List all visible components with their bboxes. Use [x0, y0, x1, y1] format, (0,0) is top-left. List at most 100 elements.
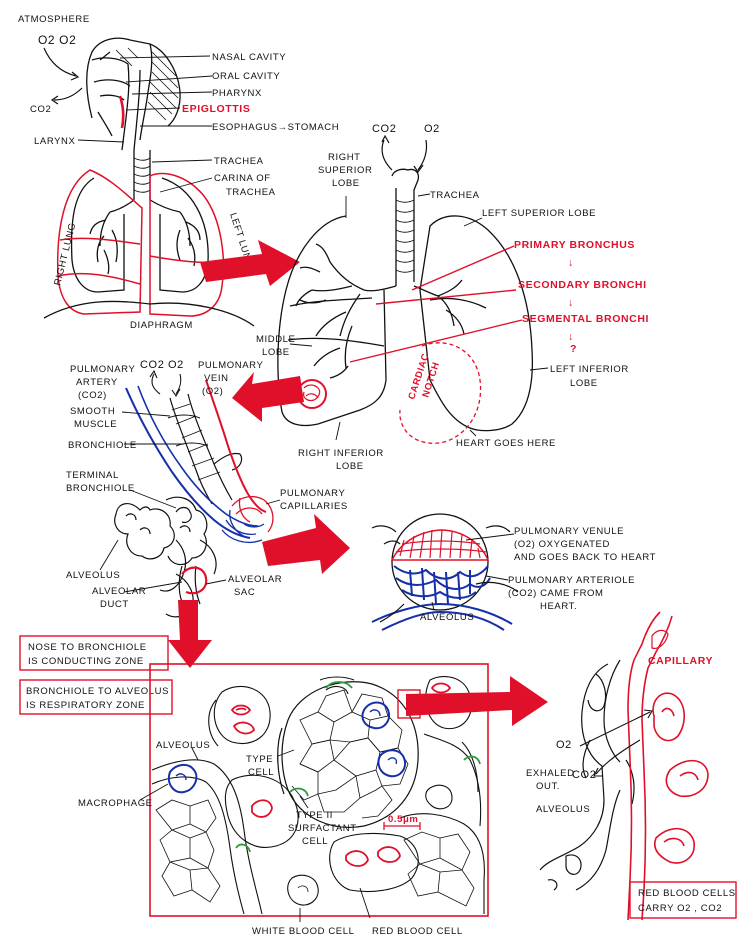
tissue-callout-box — [397, 689, 421, 719]
diaphragm-label: DIAPHRAGM — [130, 320, 193, 331]
left-inferior-lobe-1: LEFT INFERIOR — [550, 364, 629, 375]
respiratory-note-1: BRONCHIOLE TO ALVEOLUS — [26, 686, 169, 697]
carina-label-line1: CARINA OF — [214, 173, 271, 184]
conducting-zone-note: NOSE TO BRONCHIOLE IS CONDUCTING ZONE — [19, 635, 169, 671]
atmosphere-label: ATMOSPHERE — [18, 14, 90, 25]
carina-label-line2: TRACHEA — [226, 187, 276, 198]
nasal-cavity-label: NASAL CAVITY — [212, 52, 286, 63]
capillary-detail-figure — [539, 611, 709, 921]
red-sac-highlight — [181, 566, 208, 595]
venule-label-2: (O2) OXYGENATED — [514, 539, 610, 550]
oral-cavity-label: ORAL CAVITY — [212, 71, 280, 82]
type1-label-2: CELL — [248, 767, 274, 778]
left-superior-lobe-label: LEFT SUPERIOR LOBE — [482, 208, 596, 219]
alveolar-sac-2: SAC — [234, 587, 255, 598]
label-leaders-lungs — [289, 193, 549, 441]
red-lung-outline — [56, 95, 225, 317]
head-and-lungs-figure — [70, 37, 209, 293]
arteriole-label-3: HEART. — [540, 601, 577, 612]
red-blood-cell-label: RED BLOOD CELL — [372, 926, 463, 937]
exhaled-out-2: OUT. — [536, 781, 560, 792]
arrow-down-2: ↓ — [568, 297, 574, 309]
macrophage-label: MACROPHAGE — [78, 798, 153, 809]
large-lungs-figure — [277, 168, 534, 432]
bronchiole-co2: CO2 — [140, 359, 164, 371]
venule-label-3: AND GOES BACK TO HEART — [514, 552, 656, 563]
pulmonary-vein-1: PULMONARY — [198, 360, 263, 371]
o2-in-label: O2 O2 — [38, 33, 76, 47]
pulmonary-vein-2: VEIN — [204, 373, 229, 384]
pulmonary-vein-vessel — [205, 379, 267, 513]
heart-goes-here: HEART GOES HERE — [456, 438, 556, 449]
arteriole-label-1: PULMONARY ARTERIOLE — [508, 575, 635, 586]
lungs-o2-label: O2 — [424, 123, 440, 135]
pulmonary-artery-2: ARTERY — [76, 377, 118, 388]
exhaled-out-1: EXHALED — [526, 768, 575, 779]
alveolar-tissue-panel — [139, 663, 489, 922]
primary-bronchus-label: PRIMARY BRONCHUS — [514, 239, 635, 251]
secondary-bronchi-label: SECONDARY BRONCHI — [518, 279, 647, 291]
bronchiole-figure — [114, 393, 243, 618]
conducting-note-1: NOSE TO BRONCHIOLE — [28, 642, 147, 653]
bronchiole-o2: O2 — [168, 359, 184, 371]
capillary-net — [221, 495, 274, 544]
rbc-note-box: RED BLOOD CELLS CARRY O2 , CO2 — [629, 881, 737, 919]
bronchiole-label: BRONCHIOLE — [68, 440, 137, 451]
red-arrow-to-capillary-detail — [406, 676, 548, 726]
arteriole-label-2: (CO2) CAME FROM — [508, 588, 604, 599]
terminal-bronchiole-2: BRONCHIOLE — [66, 483, 135, 494]
type1-label-1: TYPE I — [246, 754, 280, 765]
venule-label-1: PULMONARY VENULE — [514, 526, 624, 537]
epiglottis-label: EPIGLOTTIS — [182, 103, 250, 115]
conducting-note-2: IS CONDUCTING ZONE — [28, 656, 144, 667]
lungs-trachea-label: TRACHEA — [430, 190, 480, 201]
bronchus-pointer-lines — [349, 245, 523, 363]
type2-label-3: CELL — [302, 836, 328, 847]
terminal-bronchiole-1: TERMINAL — [66, 470, 119, 481]
pulmonary-capillaries-2: CAPILLARIES — [280, 501, 348, 512]
diaphragm-line — [43, 300, 255, 327]
middle-lobe-2: LOBE — [262, 347, 290, 358]
alveolar-duct-2: DUCT — [100, 599, 129, 610]
white-blood-cell-label: WHITE BLOOD CELL — [252, 926, 355, 937]
capillary-co2: CO2 — [572, 769, 596, 781]
label-leaders-head — [77, 55, 213, 193]
type2-label-1: TYPE II — [296, 810, 333, 821]
rbc-note-2: CARRY O2 , CO2 — [638, 903, 722, 914]
respiratory-note-2: IS RESPIRATORY ZONE — [26, 700, 145, 711]
left-inferior-lobe-2: LOBE — [570, 378, 598, 389]
co2-out-label: CO2 — [30, 104, 51, 115]
capillary-alveolus: ALVEOLUS — [536, 804, 590, 815]
smooth-muscle-2: MUSCLE — [74, 419, 117, 430]
capillary-bed-alveolus: ALVEOLUS — [420, 612, 474, 623]
alveolar-duct-1: ALVEOLAR — [92, 586, 146, 597]
right-inferior-lobe-1: RIGHT INFERIOR — [298, 448, 384, 459]
arrow-down-3: ↓ — [568, 331, 574, 343]
smooth-muscle-1: SMOOTH — [70, 406, 115, 417]
middle-lobe-1: MIDDLE — [256, 334, 296, 345]
trachea-gas-arrows — [381, 134, 428, 174]
pulmonary-vein-3: (O2) — [202, 386, 223, 397]
red-arrow-down-to-tissue — [168, 600, 212, 668]
alveolar-sac-1: ALVEOLAR — [228, 574, 282, 585]
pulmonary-artery-3: (CO2) — [78, 390, 107, 401]
pulmonary-capillaries-1: PULMONARY — [280, 488, 345, 499]
scale-label: 0.5μm — [388, 814, 418, 825]
esophagus-label: ESOPHAGUS→STOMACH — [212, 122, 339, 133]
red-arrow-to-capillary-bed — [262, 514, 350, 574]
red-cluster-scribble — [303, 384, 321, 402]
pulmonary-artery-vessel-2 — [137, 385, 259, 527]
capillary-title: CAPILLARY — [648, 655, 713, 667]
label-leaders-bronchiole — [99, 411, 281, 593]
pulmonary-artery-1: PULMONARY — [70, 364, 135, 375]
larynx-label: LARYNX — [34, 136, 76, 147]
pharynx-label: PHARYNX — [212, 88, 262, 99]
trachea-label-small: TRACHEA — [214, 156, 264, 167]
question-mark: ? — [570, 343, 577, 355]
capillary-o2: O2 — [556, 739, 572, 751]
segmental-bronchi-label: SEGMENTAL BRONCHI — [522, 313, 649, 325]
cardiac-notch-dashed — [399, 342, 482, 444]
scale-bar — [383, 822, 421, 830]
tissue-alveolus-label: ALVEOLUS — [156, 740, 210, 751]
